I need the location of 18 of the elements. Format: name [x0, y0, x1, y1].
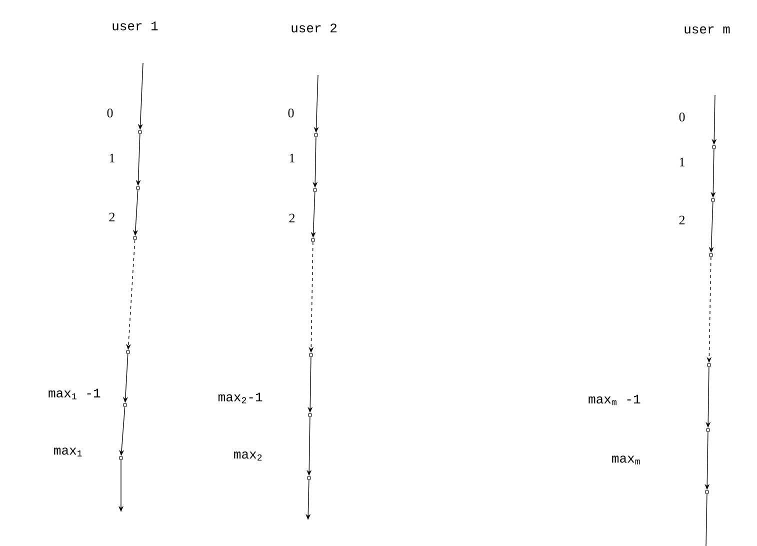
- state-label: 1: [680, 158, 684, 166]
- state-label: 2: [109, 212, 115, 222]
- state-label: 1: [290, 154, 294, 162]
- column-heading: user 2: [292, 24, 336, 32]
- column-heading: user m: [684, 26, 730, 34]
- state-label: max$_{2}$-1: [218, 392, 262, 404]
- column-heading: user 1: [112, 22, 158, 30]
- state-label: max$_{m}$ -1: [588, 394, 640, 406]
- state-label: max$_{2}$: [234, 452, 262, 460]
- state-label: 0: [288, 108, 294, 118]
- state-label: max$_{m}$: [612, 456, 640, 464]
- state-label: 1: [110, 154, 114, 162]
- state-label: 0: [107, 108, 113, 118]
- state-label: 0: [679, 112, 685, 122]
- state-label: 2: [289, 214, 295, 222]
- state-label: max$_{1}$ -1: [48, 388, 100, 400]
- state-label: 2: [679, 216, 685, 224]
- state-label: max$_{1}$: [54, 448, 82, 456]
